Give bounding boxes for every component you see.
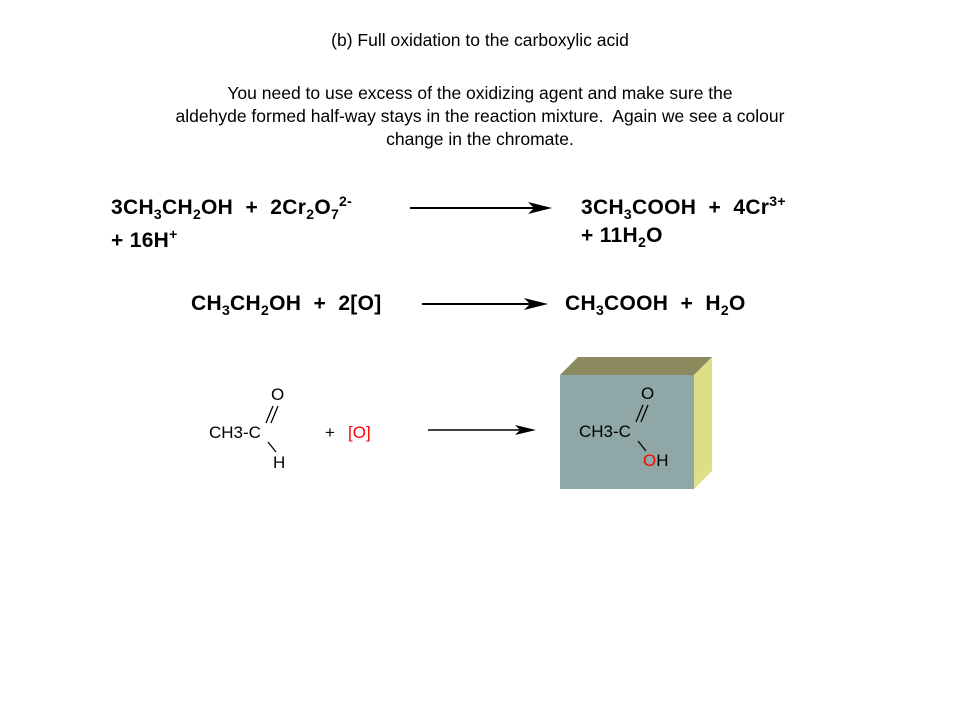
aldehyde-h-bond (267, 441, 277, 453)
slide-body-text: You need to use excess of the oxidizing … (80, 82, 880, 151)
equation-1-products-line-2: + 11H2O (581, 224, 663, 251)
box-front-face (560, 375, 694, 489)
acid-oh-bond (637, 440, 647, 452)
equation-2-reactants: CH3CH2OH + 2[O] (191, 292, 382, 319)
body-line-1: You need to use excess of the oxidizing … (227, 83, 733, 103)
aldehyde-double-bond-2 (270, 405, 279, 424)
aldehyde-double-bond-1 (265, 405, 274, 424)
aldehyde-structure: O CH3-C H (209, 385, 285, 472)
equation-2-arrow (422, 298, 548, 310)
box-top-face (560, 357, 712, 375)
acid-double-bond-1 (635, 404, 644, 423)
aldehyde-left-group: CH3-C (209, 423, 261, 442)
acid-hydroxyl: OH (643, 451, 669, 470)
equation-1-arrow (410, 202, 552, 214)
acid-oxygen: O (641, 384, 654, 403)
oxidant-label: [O] (348, 423, 371, 442)
equation-1-reactants: 3CH3CH2OH + 2Cr2O72- (111, 193, 353, 223)
carboxylic-acid-box: O CH3-C OH (560, 357, 712, 489)
body-line-3: change in the chromate. (386, 129, 574, 149)
box-side-face (694, 357, 712, 489)
acid-left-group: CH3-C (579, 422, 631, 441)
structure-arrow (428, 425, 536, 435)
body-line-2: aldehyde formed half-way stays in the re… (175, 106, 785, 126)
aldehyde-oxygen: O (271, 385, 284, 404)
acid-double-bond-2 (640, 404, 649, 423)
equation-1-reactants-line-2: + 16H+ (111, 226, 178, 252)
structure-plus: + (325, 423, 335, 442)
equation-2-products: CH3COOH + H2O (565, 292, 746, 319)
aldehyde-hydrogen: H (273, 453, 285, 472)
equation-1-products: 3CH3COOH + 4Cr3+ (581, 193, 786, 223)
slide-title: (b) Full oxidation to the carboxylic aci… (331, 30, 629, 50)
